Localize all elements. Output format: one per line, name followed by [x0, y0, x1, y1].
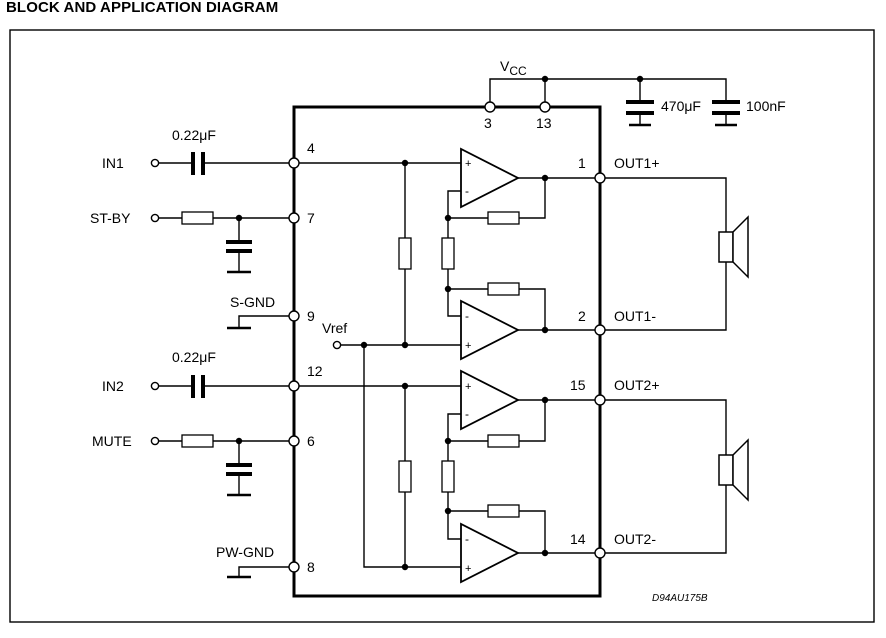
label-in2: IN2 — [102, 378, 124, 394]
opamp-2-minus: - — [465, 309, 469, 323]
pin-14 — [594, 547, 606, 559]
opamp-4 — [460, 522, 520, 584]
label-out1-minus: OUT1- — [614, 308, 656, 324]
pin-label-6: 6 — [307, 433, 315, 449]
label-sgnd: S-GND — [230, 294, 275, 310]
speaker-1 — [600, 177, 749, 331]
pin-8 — [288, 561, 300, 573]
label-vref: Vref — [322, 320, 347, 336]
sgnd-network — [227, 315, 294, 330]
label-out1-plus: OUT1+ — [614, 155, 660, 171]
speaker-2 — [600, 399, 749, 554]
pin-label-1: 1 — [578, 155, 586, 171]
pin-label-7: 7 — [307, 210, 315, 226]
in2-network — [150, 375, 294, 398]
pin-15 — [594, 394, 606, 406]
pin-label-14: 14 — [570, 531, 586, 547]
vcc-label: VCC — [500, 58, 527, 78]
pin-label-15: 15 — [570, 377, 586, 393]
label-out2-plus: OUT2+ — [614, 377, 660, 393]
cap-label-100nF: 100nF — [746, 98, 786, 114]
outer-frame — [9, 29, 875, 623]
opamp-4-plus: + — [465, 563, 471, 575]
pin-label-9: 9 — [307, 308, 315, 324]
opamp-4-minus: - — [465, 532, 469, 546]
pin-13 — [539, 101, 551, 113]
label-out2-minus: OUT2- — [614, 531, 656, 547]
opamp-1 — [460, 147, 520, 209]
vcc-network — [484, 75, 740, 127]
drawing-code: D94AU175B — [652, 593, 708, 604]
pin-12 — [288, 380, 300, 392]
label-input-cap-1: 0.22μF — [172, 127, 216, 143]
opamp-2-plus: + — [465, 340, 471, 352]
in1-network — [150, 152, 294, 175]
pin-label-4: 4 — [307, 140, 315, 156]
ic-body — [292, 105, 602, 598]
pin-1 — [594, 172, 606, 184]
label-pwgnd: PW-GND — [216, 544, 274, 560]
label-input-cap-2: 0.22μF — [172, 349, 216, 365]
pin-9 — [288, 310, 300, 322]
opamp-3 — [460, 369, 520, 431]
label-mute: MUTE — [92, 433, 132, 449]
pin-label-12: 12 — [307, 363, 323, 379]
pin-label-13: 13 — [536, 115, 552, 131]
opamp-3-minus: - — [465, 407, 469, 421]
pin-label-3: 3 — [484, 115, 492, 131]
opamp-2 — [460, 299, 520, 361]
diagram-title: BLOCK AND APPLICATION DIAGRAM — [6, 0, 279, 16]
pin-4 — [288, 157, 300, 169]
opamp-1-minus: - — [465, 184, 469, 198]
opamp-1-plus: + — [465, 158, 471, 170]
pwgnd-network — [227, 566, 294, 579]
pin-7 — [288, 212, 300, 224]
opamp-3-plus: + — [465, 381, 471, 393]
pin-2 — [594, 324, 606, 336]
stby-network — [150, 211, 294, 274]
label-in1: IN1 — [102, 155, 124, 171]
internal-circuit — [294, 147, 600, 584]
pin-label-8: 8 — [307, 559, 315, 575]
mute-network — [150, 434, 294, 497]
pin-label-2: 2 — [578, 308, 586, 324]
pin-6 — [288, 435, 300, 447]
pin-3 — [484, 101, 496, 113]
cap-label-470uF: 470μF — [661, 98, 701, 114]
label-stby: ST-BY — [90, 210, 131, 226]
